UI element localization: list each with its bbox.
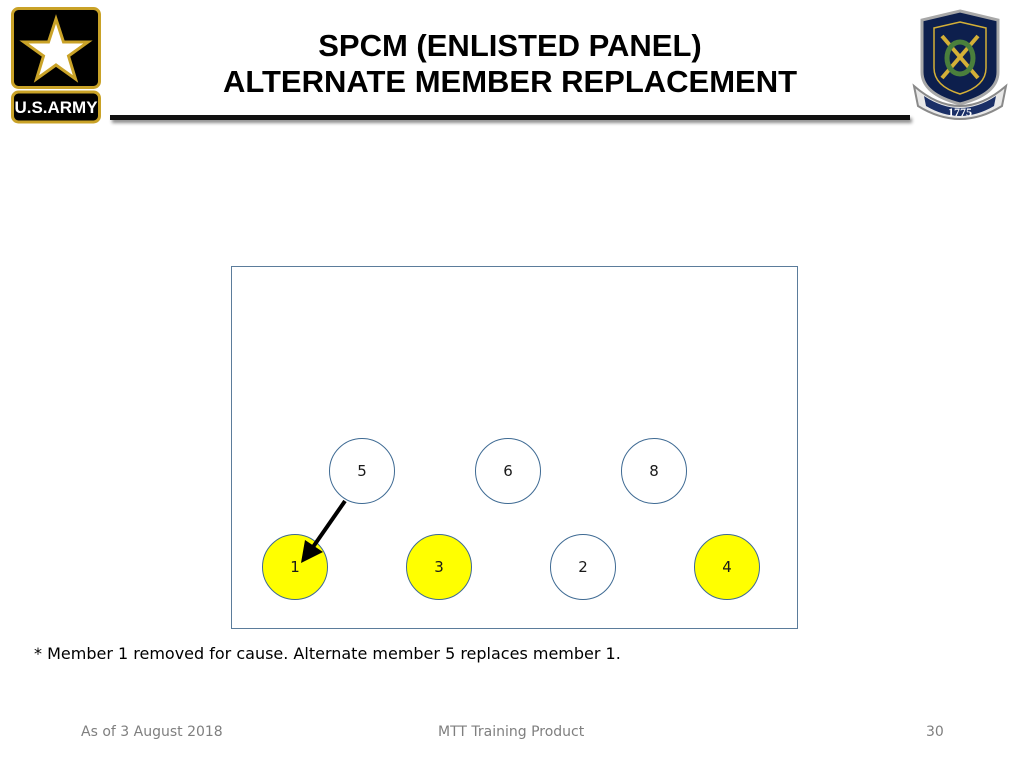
footer-date: As of 3 August 2018	[81, 724, 223, 740]
panel-member-1: 1	[262, 534, 328, 600]
panel-diagram-frame	[231, 266, 798, 629]
alternate-member-6: 6	[475, 438, 541, 504]
panel-member-2: 2	[550, 534, 616, 600]
panel-member-4: 4	[694, 534, 760, 600]
alternate-member-8: 8	[621, 438, 687, 504]
page-title-line2: ALTERNATE MEMBER REPLACEMENT	[222, 64, 798, 99]
footer-product: MTT Training Product	[438, 724, 585, 740]
title-divider	[110, 115, 910, 120]
panel-member-3: 3	[406, 534, 472, 600]
replacement-note: * Member 1 removed for cause. Alternate …	[34, 644, 621, 663]
page-number: 30	[926, 724, 944, 740]
alternate-member-5: 5	[329, 438, 395, 504]
army-logo-text: U.S.ARMY	[14, 98, 98, 117]
crest-year-text: 1775	[948, 105, 972, 119]
us-army-logo: U.S.ARMY	[11, 7, 101, 125]
jag-corps-crest: 1775	[910, 8, 1010, 124]
page-title-line1: SPCM (ENLISTED PANEL)	[318, 28, 702, 63]
